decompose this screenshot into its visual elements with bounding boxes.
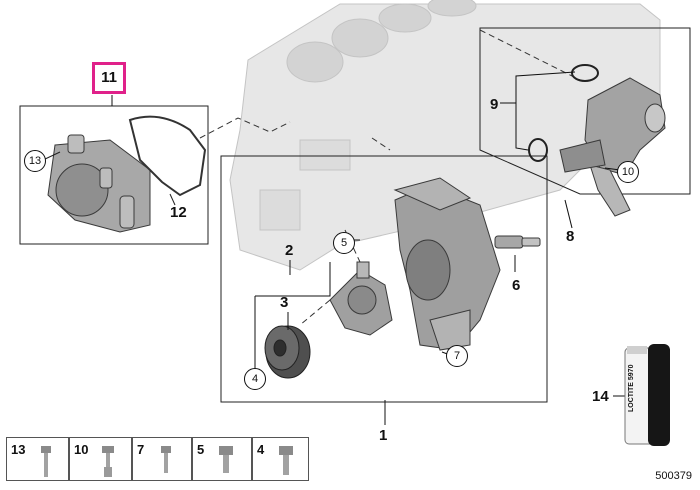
bolt-icon bbox=[161, 446, 171, 473]
callout-6[interactable]: 6 bbox=[512, 277, 521, 294]
bolt-icon bbox=[219, 446, 233, 473]
callout-3[interactable]: 3 bbox=[280, 294, 289, 311]
aux-pump-11 bbox=[47, 134, 151, 233]
bolt-cell-10[interactable]: 10 bbox=[69, 437, 132, 481]
inset-box-8 bbox=[479, 27, 691, 195]
inset-box-1 bbox=[220, 155, 548, 403]
callout-10[interactable]: 10 bbox=[617, 161, 639, 183]
callout-1[interactable]: 1 bbox=[379, 427, 388, 444]
inset-box-11 bbox=[19, 105, 209, 245]
callout-8[interactable]: 8 bbox=[566, 228, 575, 245]
engine-block bbox=[229, 0, 661, 271]
bolt-label-4: 4 bbox=[257, 442, 265, 457]
bolt-icon bbox=[102, 446, 114, 477]
callout-5[interactable]: 5 bbox=[333, 232, 355, 254]
temp-sensor-6 bbox=[494, 235, 541, 249]
callout-13[interactable]: 13 bbox=[24, 150, 46, 172]
bolt-strip: 13 10 7 5 4 bbox=[6, 437, 309, 481]
pulley-4 bbox=[264, 325, 311, 379]
sealant-label: LOCTITE 5970 bbox=[628, 364, 635, 412]
bolt-cell-5[interactable]: 5 bbox=[192, 437, 252, 481]
o-ring-lower bbox=[528, 138, 548, 162]
callout-14[interactable]: 14 bbox=[592, 388, 609, 405]
bolt-icon bbox=[41, 446, 51, 477]
bolt-cell-4[interactable]: 4 bbox=[252, 437, 309, 481]
callout-12[interactable]: 12 bbox=[170, 204, 187, 221]
bolt-label-10: 10 bbox=[74, 442, 89, 457]
bolt-label-13: 13 bbox=[11, 442, 26, 457]
callout-7[interactable]: 7 bbox=[446, 345, 468, 367]
sealant-tube-14 bbox=[624, 344, 670, 446]
callout-4[interactable]: 4 bbox=[244, 368, 266, 390]
bolt-label-7: 7 bbox=[137, 442, 145, 457]
bolt-label-5: 5 bbox=[197, 442, 205, 457]
highlighted-callout-11[interactable]: 11 bbox=[92, 62, 126, 94]
water-pump-housing bbox=[393, 177, 501, 351]
gasket-12 bbox=[128, 115, 207, 197]
bolt-cell-7[interactable]: 7 bbox=[132, 437, 192, 481]
o-ring-upper bbox=[571, 64, 599, 82]
callout-9[interactable]: 9 bbox=[490, 96, 499, 113]
callout-2[interactable]: 2 bbox=[285, 242, 294, 259]
bolt-icon bbox=[279, 446, 293, 475]
diagram-id: 500379 bbox=[655, 470, 692, 482]
water-pump-impeller bbox=[329, 261, 393, 336]
bolt-cell-13[interactable]: 13 bbox=[6, 437, 69, 481]
thermostat-housing-8 bbox=[559, 77, 666, 217]
